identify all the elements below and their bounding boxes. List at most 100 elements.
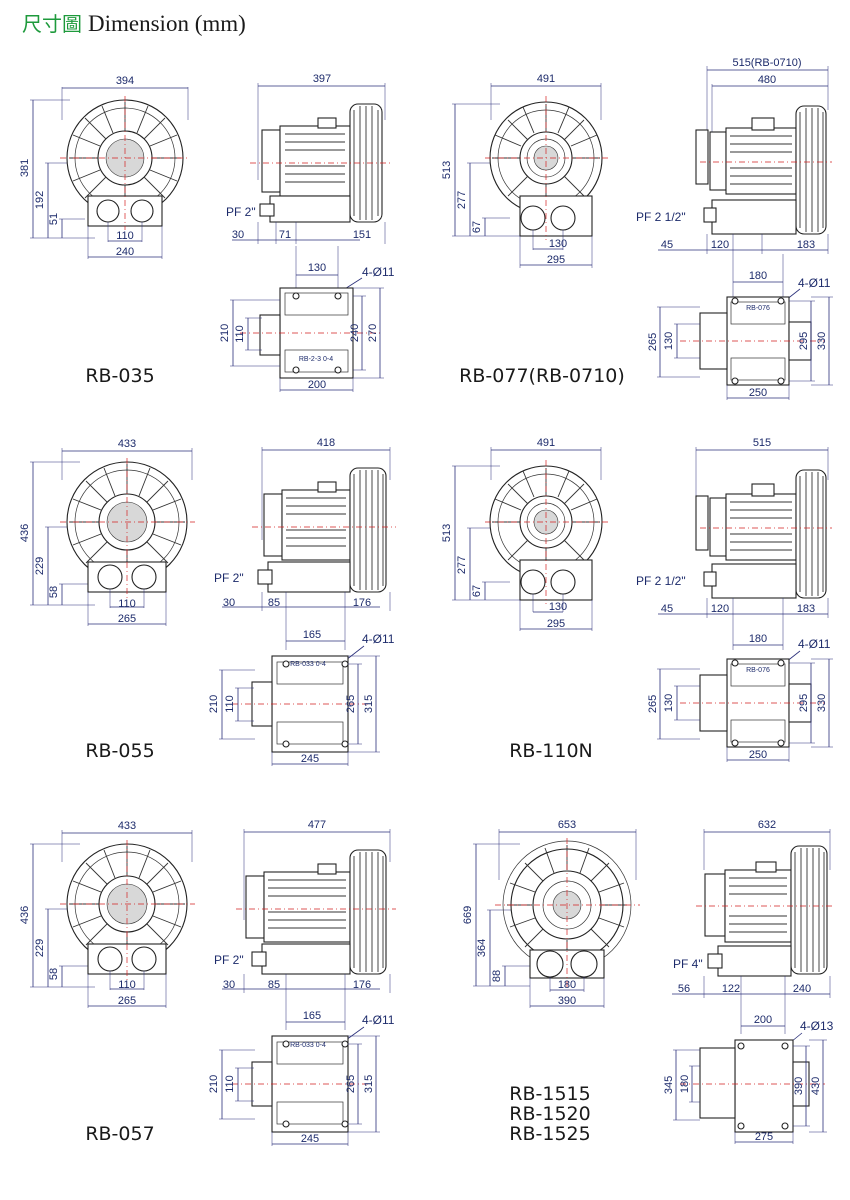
rb-057-side-right: 176 (353, 979, 371, 991)
rb-057-center-height: 229 (34, 939, 46, 957)
rb-035-base-height: 51 (48, 213, 60, 225)
rb-1515-foot-offset: 122 (722, 983, 740, 995)
rb-110n-mid-h: 295 (798, 694, 810, 712)
rb-110n-foot-spacing: 180 (749, 633, 767, 645)
rb-035-side-length: 397 (313, 73, 331, 85)
rb-035-inner-h: 210 (219, 324, 231, 342)
rb-077-foot-offset: 120 (711, 239, 729, 251)
rb-057-base-view: 165 4-Ø11 RB-033 0-4 210 110 265 315 245 (208, 1010, 395, 1146)
rb-077-small-h: 130 (663, 332, 675, 350)
rb-110n-base-width: 250 (749, 749, 767, 761)
rb-057-base-height: 58 (48, 968, 60, 980)
rb-077-holes: 4-Ø11 (798, 276, 831, 290)
rb-077-outer-h: 330 (816, 332, 828, 350)
rb-077-side-view: 515(RB-0710) 480 PF 2 1/2" 45 120 183 (636, 57, 832, 254)
rb-055-mid-h: 265 (345, 695, 357, 713)
rb-077-side-length-alt: 515(RB-0710) (732, 57, 801, 69)
rb-035-side-view: 397 PF 2" 30 71 151 (226, 73, 392, 244)
rb-035-holes: 4-Ø11 (362, 265, 395, 279)
rb-110n-outer-h: 330 (816, 694, 828, 712)
rb-035-plate: RB-2-3 0-4 (299, 356, 333, 363)
rb-055-base-view: 165 4-Ø11 RB-033 0-4 210 110 265 315 245 (208, 629, 395, 766)
rb-077-base-width: 250 (749, 387, 767, 399)
rb-057-side-left: 30 (223, 979, 235, 991)
rb-055-inlet-spacing: 110 (118, 598, 136, 610)
rb-077-model-label: RB-077(RB-0710) (459, 365, 625, 387)
rb-077-mid-h: 295 (798, 332, 810, 350)
rb-035-foot-spacing: 130 (308, 262, 326, 274)
rb-1515-front-height: 669 (462, 906, 474, 924)
rb-077-front-view: 491 513 277 67 130 295 (441, 73, 610, 268)
rb-035-base-width: 240 (116, 246, 134, 258)
rb-055-front-view: 433 436 229 58 110 265 (19, 438, 195, 626)
rb-055-holes: 4-Ø11 (362, 632, 395, 646)
rb-110n-inlet-spacing: 130 (549, 601, 567, 613)
rb-035-foot-offset: 71 (279, 229, 291, 241)
rb-035-side-left: 30 (232, 229, 244, 241)
rb-055-plate: RB-033 0-4 (290, 661, 326, 668)
rb-055-model-label: RB-055 (85, 740, 154, 762)
rb-077-side-length: 480 (758, 74, 776, 86)
rb-057-model-label: RB-057 (85, 1123, 154, 1145)
rb-077-side-left: 45 (661, 239, 673, 251)
rb-057-inner-h: 210 (208, 1075, 220, 1093)
rb-057-mid-h: 265 (345, 1075, 357, 1093)
rb-057-small-h: 110 (224, 1075, 236, 1093)
rb-057-side-view: 477 PF 2" 30 85 176 (214, 819, 396, 1030)
rb-1515-side-left: 56 (678, 983, 690, 995)
rb-1515-base-height: 88 (491, 970, 503, 982)
rb-035-port: PF 2" (226, 205, 256, 219)
rb-035-base-width: 200 (308, 379, 326, 391)
rb-110n-base-width: 295 (547, 618, 565, 630)
rb-1515-base-width: 390 (558, 995, 576, 1007)
page-title-text: Dimension (mm) (88, 11, 246, 36)
rb-055-side-left: 30 (223, 597, 235, 609)
rb-035-outer-h: 270 (367, 324, 379, 342)
rb-110n-base-view: 180 4-Ø11 RB-076 265 130 295 330 250 (647, 633, 833, 762)
rb-055-foot-offset: 85 (268, 597, 280, 609)
rb-035-mid-h: 240 (349, 324, 361, 342)
rb-1515-small-h: 180 (679, 1075, 691, 1093)
rb-1515-model-label-2: RB-1520 (509, 1103, 590, 1125)
rb-057-base-width: 265 (118, 995, 136, 1007)
rb-1515-outer-h: 430 (810, 1077, 822, 1095)
rb-077-base-height: 67 (471, 221, 483, 233)
rb-110n-front-view: 491 513 277 67 130 295 (441, 437, 610, 631)
rb-077-port: PF 2 1/2" (636, 210, 686, 224)
rb-110n-foot-offset: 120 (711, 603, 729, 615)
rb-1515-mid-h: 390 (793, 1077, 805, 1095)
rb-055-side-length: 418 (317, 437, 335, 449)
rb-077-foot-spacing: 180 (749, 270, 767, 282)
page-title-cjk: 尺寸圖 (22, 12, 82, 36)
rb-057-outer-h: 315 (363, 1075, 375, 1093)
rb-057-front-height: 436 (19, 906, 31, 924)
rb-057-front-width: 433 (118, 820, 136, 832)
rb-057-front-view: 433 436 229 58 110 265 (19, 820, 195, 1008)
rb-055-center-height: 229 (34, 557, 46, 575)
rb-077-base-width: 295 (547, 254, 565, 266)
rb-077-base-view: 180 4-Ø11 RB-076 265 130 295 330 250 (647, 254, 833, 400)
rb-110n-inner-h: 265 (647, 695, 659, 713)
rb-055-port: PF 2" (214, 571, 244, 585)
rb-055-base-width: 245 (301, 753, 319, 765)
rb-110n-front-width: 491 (537, 437, 555, 449)
rb-077-front-height: 513 (441, 161, 453, 179)
rb-1515-front-width: 653 (558, 819, 576, 831)
rb-110n-side-left: 45 (661, 603, 673, 615)
rb-1515-center-height: 364 (476, 939, 488, 957)
rb-077-plate: RB-076 (746, 305, 770, 312)
rb-1515-base-view: 200 4-Ø13 345 180 390 430 275 (663, 1014, 834, 1144)
rb-110n-side-view: 515 PF 2 1/2" 45 120 183 (636, 437, 832, 650)
rb-110n-side-length: 515 (753, 437, 771, 449)
rb-055-side-view: 418 PF 2" 30 85 176 (214, 437, 396, 650)
rb-1515-port: PF 4" (673, 957, 703, 971)
rb-035-model-label: RB-035 (85, 365, 154, 387)
rb-057-holes: 4-Ø11 (362, 1013, 395, 1027)
rb-110n-front-height: 513 (441, 524, 453, 542)
rb-055-side-right: 176 (353, 597, 371, 609)
rb-057-port: PF 2" (214, 953, 244, 967)
rb-035-small-h: 110 (234, 325, 246, 343)
rb-1515-holes: 4-Ø13 (800, 1019, 834, 1033)
